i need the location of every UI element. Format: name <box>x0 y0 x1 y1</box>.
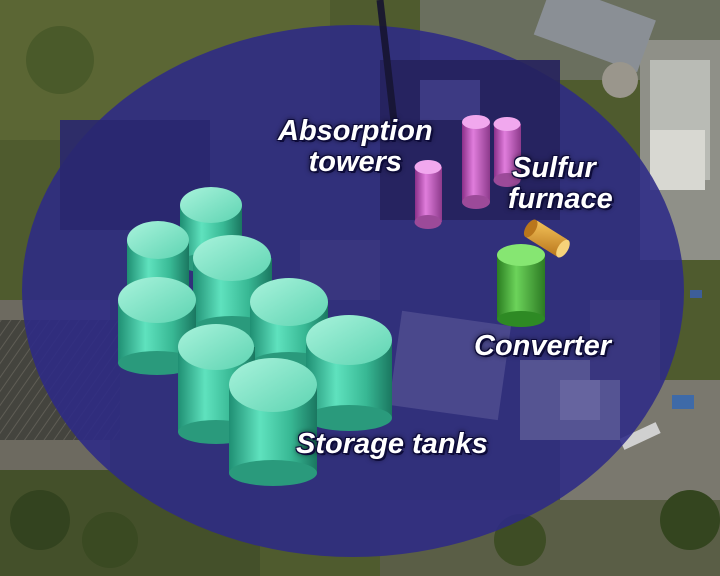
absorption-towers <box>414 115 521 229</box>
storage-tanks-label: Storage tanks <box>296 428 488 460</box>
sulfur-furnace-label: Sulfur furnace <box>508 153 613 215</box>
sulfur-furnace <box>523 219 570 258</box>
absorption-tower <box>462 115 490 209</box>
converter <box>497 244 545 327</box>
storage-tanks <box>118 187 392 486</box>
absorption-towers-label: Absorption towers <box>278 116 433 178</box>
sulfur-furnace-label-line2: furnace <box>508 183 613 215</box>
absorption-towers-label-line2: towers <box>308 146 403 178</box>
sulfur-furnace-label-line1: Sulfur <box>512 152 596 184</box>
converter-label: Converter <box>474 330 611 362</box>
absorption-towers-label-line1: Absorption <box>278 115 433 147</box>
storage-tank <box>229 358 317 486</box>
storage-tank <box>306 315 392 431</box>
absorption-tower <box>493 117 521 187</box>
absorption-tower <box>414 160 442 229</box>
storage-tank <box>118 277 196 375</box>
